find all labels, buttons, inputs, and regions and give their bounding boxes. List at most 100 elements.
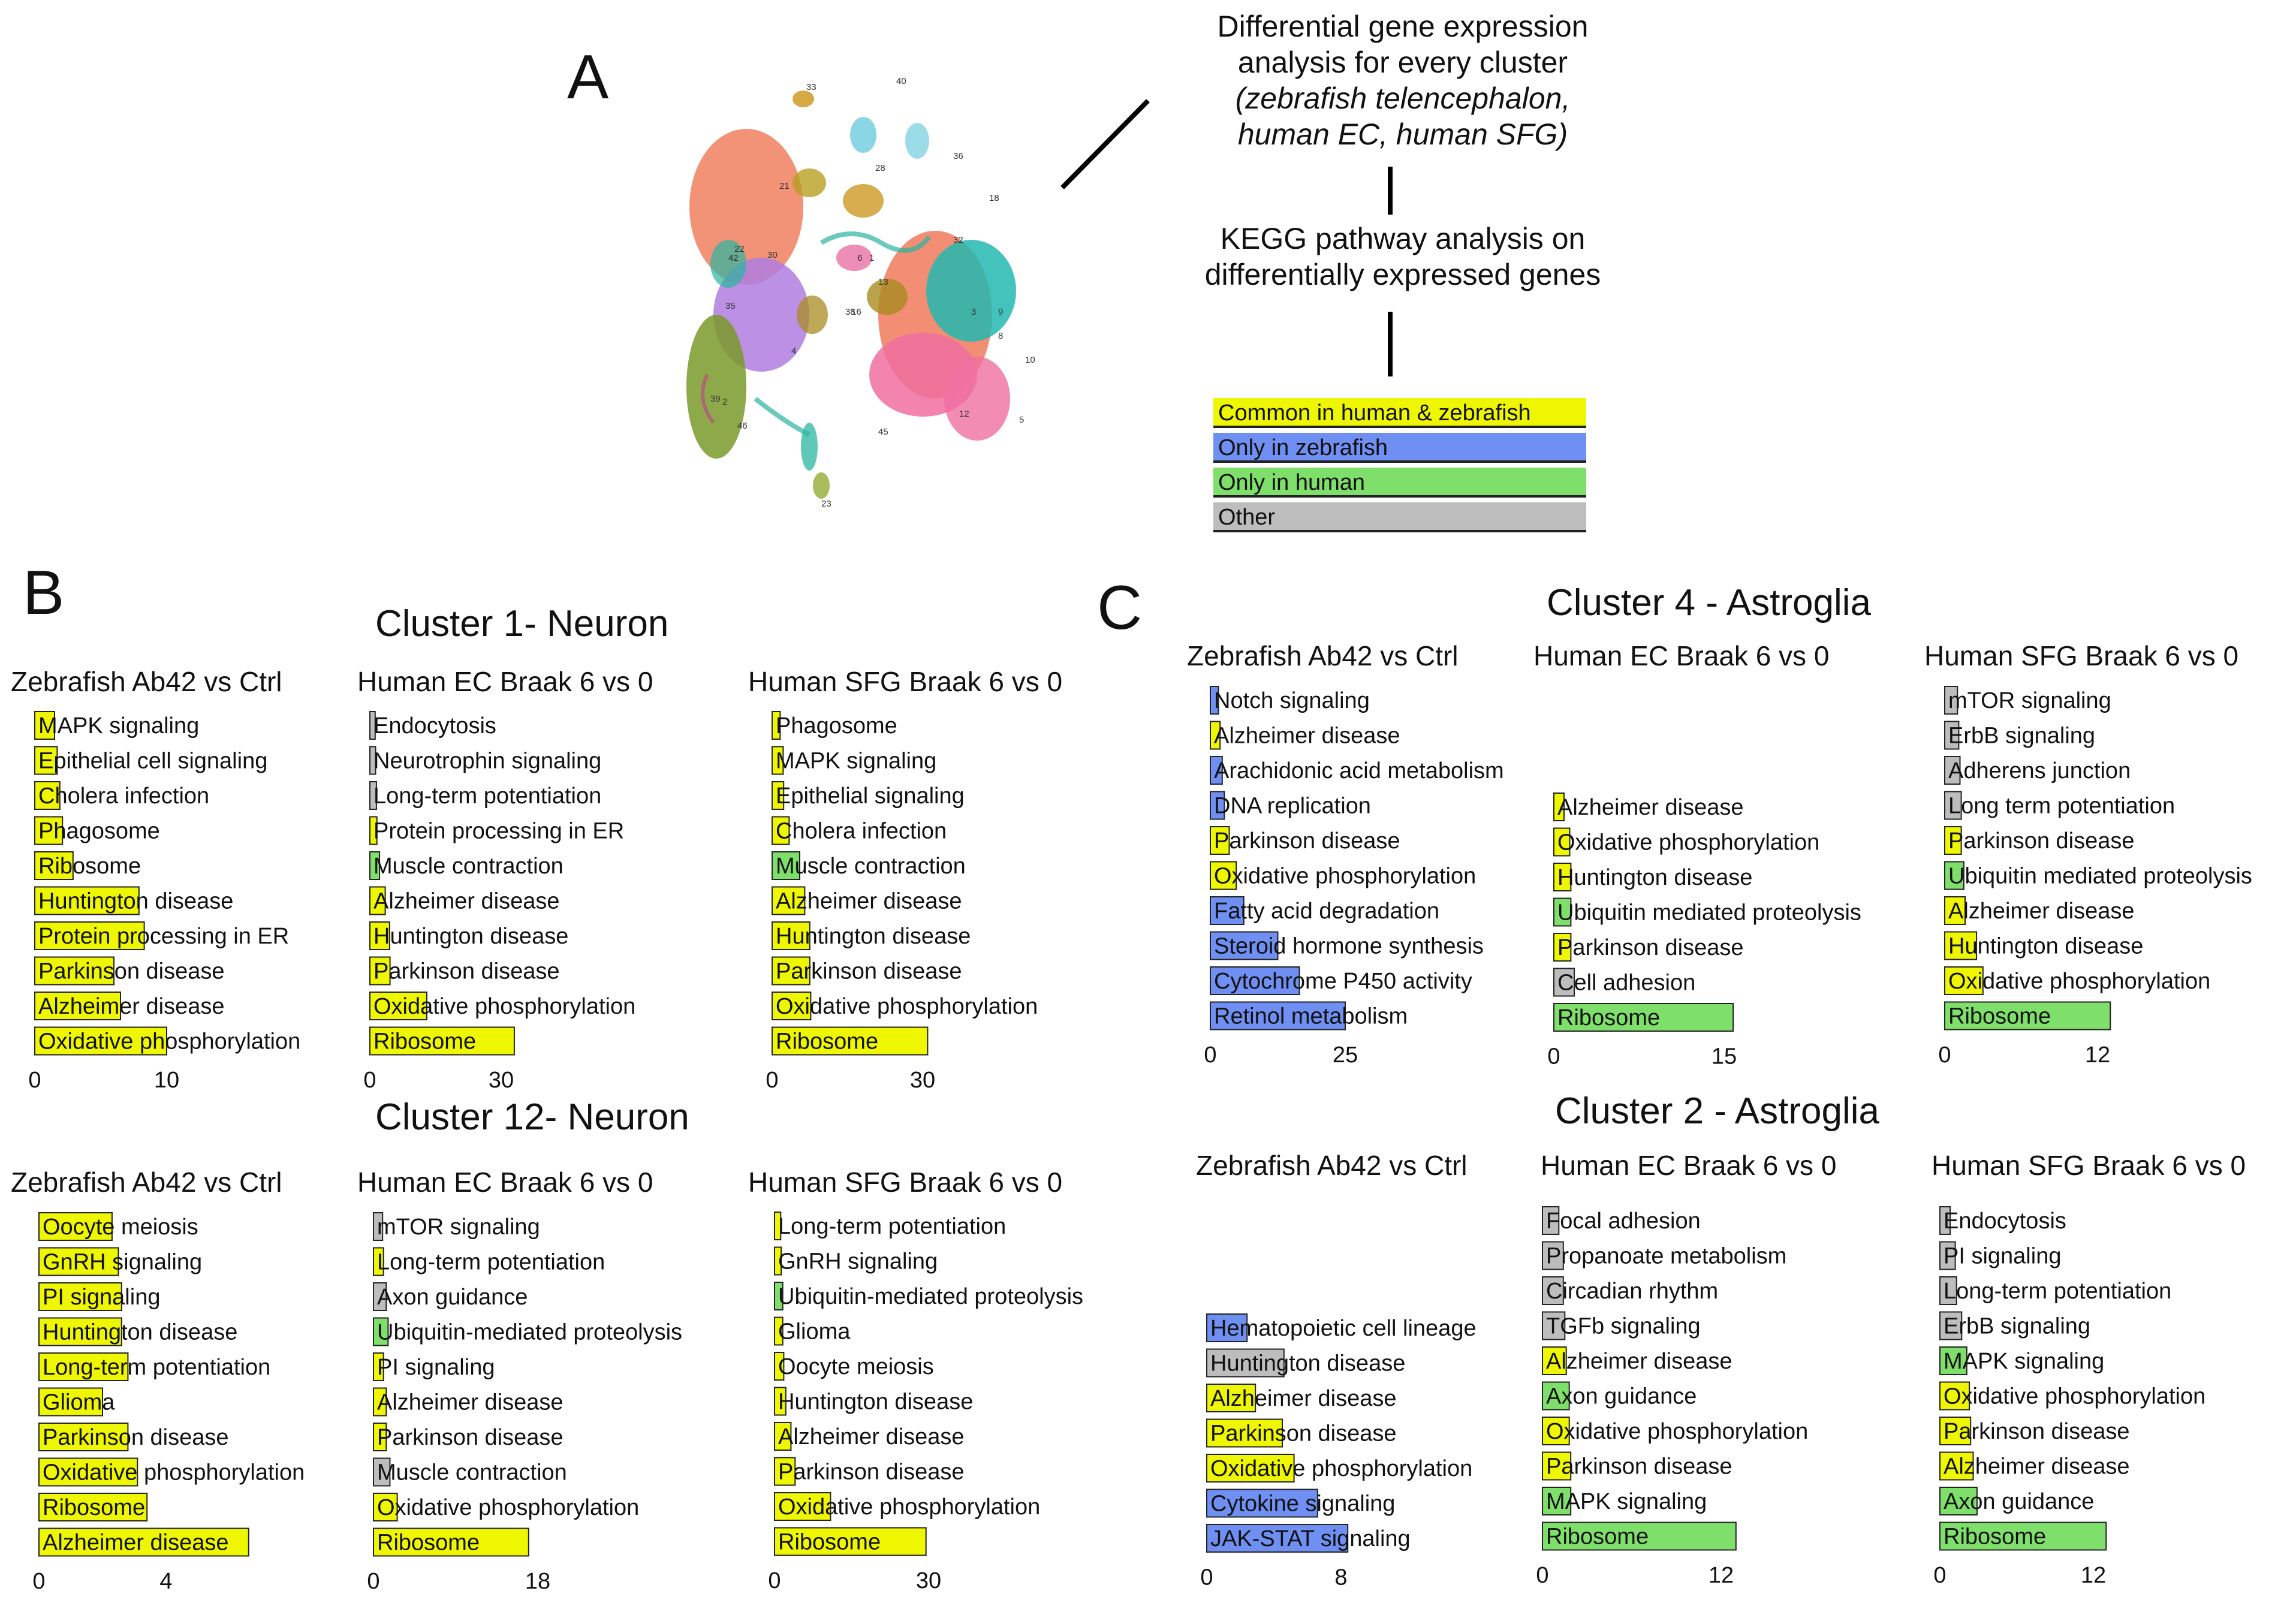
bar-label: PI signaling: [377, 1355, 495, 1380]
bar: [1553, 933, 1572, 962]
bar: [1542, 1417, 1570, 1445]
bar-label: Alzheimer disease: [1214, 724, 1400, 749]
umap-label: 22: [734, 244, 745, 254]
bar: [373, 1247, 384, 1276]
workflow-dge: Differential gene expression analysis fo…: [1169, 8, 1637, 152]
bar: [774, 1422, 792, 1451]
bar-label: Cytochrome P450 activity: [1214, 969, 1472, 994]
umap-label: 36: [953, 151, 963, 161]
bar-label: Glioma: [43, 1390, 115, 1415]
bar: [373, 1282, 387, 1311]
bar: [38, 1317, 122, 1346]
bar: [1944, 1001, 2111, 1030]
bar-label: Circadian rhythm: [1546, 1279, 1718, 1304]
umap-label: 10: [1025, 355, 1035, 365]
bar-label: Ubiquitin-mediated proteolysis: [377, 1320, 682, 1345]
bar: [772, 746, 784, 775]
bar: [772, 956, 810, 986]
bar-label: Huntington disease: [43, 1320, 237, 1345]
tick-label: 0: [32, 1569, 45, 1594]
umap-label: 32: [953, 235, 963, 245]
bar-label: Parkinson disease: [373, 959, 560, 984]
tick-label: 0: [768, 1568, 781, 1593]
cluster-12-title: Cluster 12- Neuron: [375, 1096, 689, 1138]
bar: [1210, 756, 1223, 785]
bar: [1553, 827, 1571, 857]
bar: [772, 816, 790, 845]
bar-label: Muscle contraction: [776, 854, 966, 879]
bar: [772, 781, 785, 810]
bar-label: Long term potentiation: [1948, 794, 2175, 819]
tick-label: 0: [1200, 1565, 1213, 1590]
bar-label: Alzheimer disease: [1948, 899, 2134, 924]
tick-label: 0: [363, 1068, 376, 1093]
tick-label: 8: [1334, 1565, 1347, 1590]
tick-label: 12: [1709, 1563, 1734, 1588]
bar-label: mTOR signaling: [1948, 688, 2111, 713]
bar: [38, 1423, 129, 1451]
bar: [774, 1457, 796, 1486]
bar: [373, 1457, 391, 1487]
bar: [1206, 1489, 1318, 1518]
bar-label: Oxidative phosphorylation: [1546, 1419, 1808, 1444]
bar: [774, 1527, 927, 1556]
bar: [1553, 968, 1575, 997]
bar-label: ErbB signaling: [1944, 1314, 2090, 1339]
bar: [373, 1317, 389, 1346]
bar: [38, 1282, 122, 1311]
bar-label: Long-term potentiation: [43, 1355, 270, 1380]
bar: [369, 886, 386, 915]
bar: [1944, 861, 1964, 890]
bar: [1206, 1348, 1285, 1378]
umap-label: 28: [875, 163, 885, 173]
chart-title: Human SFG Braak 6 vs 0: [1924, 640, 2238, 671]
tick-label: 30: [910, 1068, 935, 1093]
workflow-arrows: [1060, 99, 1393, 376]
bar-label: Ubiquitin-mediated proteolysis: [778, 1284, 1083, 1309]
bar: [1210, 896, 1245, 925]
chart-title: Human EC Braak 6 vs 0: [1541, 1150, 1836, 1181]
bar: [1206, 1524, 1349, 1553]
bar-label: Oxidative phosphorylation: [1214, 864, 1476, 889]
bar: [369, 816, 378, 845]
bar-label: PI signaling: [1944, 1244, 2061, 1269]
bar: [38, 1212, 113, 1241]
bar: [1210, 1001, 1346, 1030]
bar: [772, 851, 800, 880]
bar: [772, 1026, 929, 1056]
bar-label: mTOR signaling: [377, 1215, 540, 1240]
umap-label: 4: [791, 346, 796, 356]
chart-title: Zebrafish Ab42 vs Ctrl: [1196, 1150, 1468, 1181]
bar: [38, 1387, 103, 1417]
tick-label: 0: [766, 1068, 778, 1093]
bar-label: Cytokine signaling: [1210, 1491, 1395, 1517]
bar: [369, 1026, 515, 1056]
bar-label: Ubiquitin mediated proteolysis: [1948, 864, 2252, 889]
bar: [1944, 826, 1962, 855]
bar-label: Huntington disease: [776, 924, 971, 949]
bar: [1210, 791, 1225, 820]
bar-label: Oxidative phosphorylation: [43, 1460, 305, 1486]
tick-label: 0: [1536, 1563, 1548, 1588]
bar: [774, 1316, 784, 1346]
bar: [1210, 931, 1279, 960]
bar: [774, 1246, 782, 1276]
bar-label: Axon guidance: [377, 1285, 528, 1310]
tick-label: 15: [1712, 1044, 1737, 1069]
tick-label: 0: [367, 1569, 379, 1594]
bar-label: Ribosome: [1944, 1524, 2046, 1550]
bar-label: Huntington disease: [1210, 1351, 1405, 1376]
chart-title: Human SFG Braak 6 vs 0: [748, 666, 1062, 697]
bar: [34, 1026, 167, 1056]
legend-common: Common in human & zebrafish: [1213, 398, 1586, 428]
bar-label: Ribosome: [38, 854, 141, 879]
umap-label: 42: [728, 253, 739, 263]
bar-label: Alzheimer disease: [778, 1424, 964, 1450]
bar-label: Arachidonic acid metabolism: [1214, 758, 1504, 784]
bar: [774, 1387, 787, 1416]
